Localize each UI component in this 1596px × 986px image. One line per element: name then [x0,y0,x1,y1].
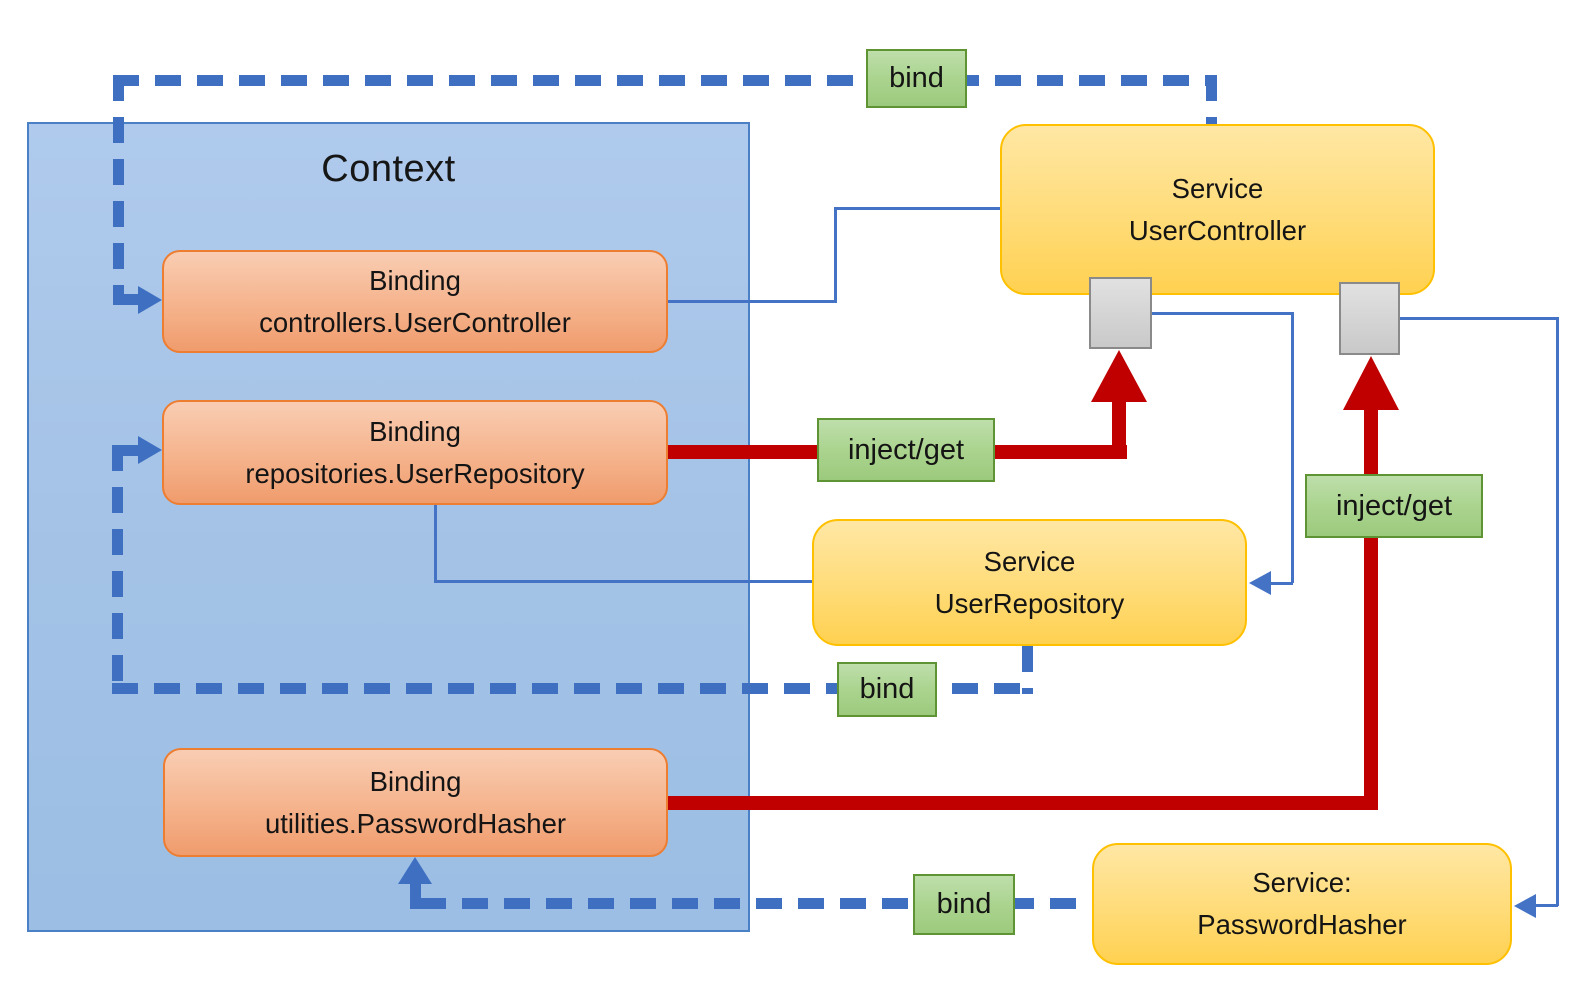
bind-label-middle: bind [837,662,937,717]
connector-binding-to-service-usercontroller [668,300,837,303]
inject-arrowhead-port1 [1091,350,1147,402]
bind-label-middle-text: bind [859,673,915,705]
bind-arrowhead-binding-usercontroller [138,286,162,314]
service-usercontroller-line1: Service [1171,172,1264,204]
connector-binding-to-service-usercontroller-h2 [834,207,1000,210]
bind-label-bottom: bind [913,874,1015,935]
service-usercontroller: Service UserController [1000,124,1435,295]
connector-binding-to-service-usercontroller-v [834,207,837,302]
bind-path-userrepository-bottom [112,683,1033,694]
inject-get-label-right: inject/get [1305,474,1483,538]
binding-password-hasher-line2: utilities.PasswordHasher [264,807,567,839]
get-arrowhead-service-passwordhasher [1514,894,1536,918]
binding-password-hasher: Binding utilities.PasswordHasher [163,748,668,857]
inject-path-passwordhasher-v [1364,408,1378,808]
bind-path-userrepository-left [112,445,123,694]
bind-label-bottom-text: bind [936,888,992,920]
connector-port1-to-userrepository-h [1152,312,1294,315]
inject-get-label-left: inject/get [817,418,995,482]
binding-user-controller-line1: Binding [369,264,461,296]
connector-port1-to-userrepository-h2 [1266,582,1293,585]
bind-path-usercontroller-left [113,75,124,295]
service-userrepository-line1: Service [983,545,1076,577]
binding-user-repository-line2: repositories.UserRepository [245,457,585,489]
service-userrepository: Service UserRepository [812,519,1247,646]
get-arrowhead-service-userrepository [1249,571,1271,595]
bind-arrowhead-binding-userrepository [138,436,162,464]
binding-user-controller: Binding controllers.UserController [162,250,668,353]
connector-port1-to-userrepository-v [1291,312,1294,583]
connector-binding-to-service-userrepository-v [434,505,437,582]
inject-get-label-right-text: inject/get [1335,489,1453,522]
bind-path-passwordhasher-bottom [420,898,1092,909]
bind-label-top: bind [866,49,967,108]
bind-path-userrepository-elbow [112,445,140,456]
binding-password-hasher-line1: Binding [369,765,462,797]
bind-path-passwordhasher-riser [410,880,421,909]
injection-port-1 [1089,277,1152,349]
bind-path-usercontroller-top [113,75,1217,86]
binding-user-controller-line2: controllers.UserController [259,306,571,338]
bind-path-usercontroller-elbow [113,294,140,305]
bind-label-top-text: bind [889,62,944,94]
inject-get-label-left-text: inject/get [847,433,965,466]
inject-path-userrepository-v [1112,400,1126,459]
inject-path-passwordhasher-h [668,796,1378,810]
inject-arrowhead-port2 [1343,356,1399,410]
bind-path-usercontroller-down-stub [1206,75,1217,124]
bind-path-userrepository-from-service [1022,646,1033,694]
connector-binding-to-service-userrepository-h [434,580,812,583]
service-userrepository-line2: UserRepository [934,587,1125,619]
connector-port2-to-passwordhasher-h [1400,317,1558,320]
context-title: Context [321,148,456,190]
service-passwordhasher: Service: PasswordHasher [1092,843,1512,965]
service-usercontroller-line2: UserController [1128,214,1307,246]
binding-user-repository-line1: Binding [369,415,461,447]
service-passwordhasher-line1: Service: [1252,867,1352,898]
binding-user-repository: Binding repositories.UserRepository [162,400,668,505]
connector-port2-to-passwordhasher-h2 [1530,904,1558,907]
service-passwordhasher-line2: PasswordHasher [1197,909,1407,940]
injection-port-2 [1339,282,1400,355]
bind-arrowhead-binding-passwordhasher [398,857,432,884]
connector-port2-to-passwordhasher-v [1556,317,1559,906]
